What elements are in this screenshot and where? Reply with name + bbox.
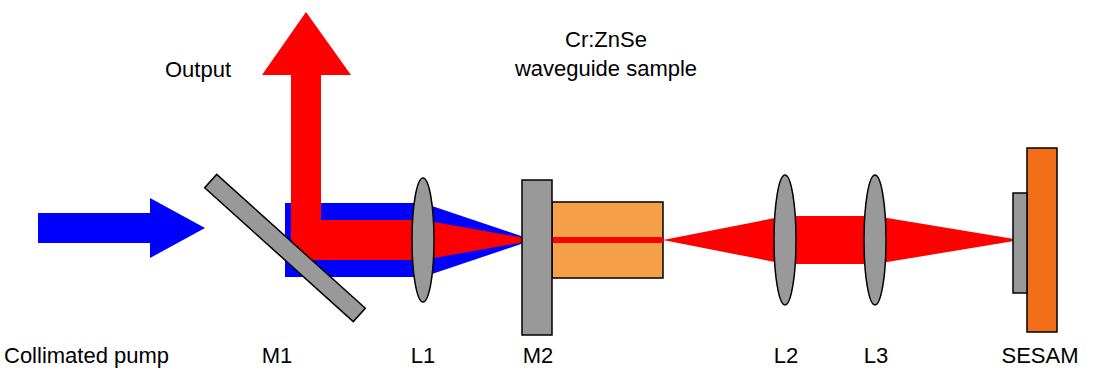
laser-focus <box>875 216 1014 264</box>
pump-arrow <box>38 198 205 258</box>
lens <box>864 175 886 305</box>
part-label: L2 <box>774 342 798 371</box>
part-label: SESAM <box>1001 342 1078 371</box>
laser-beam <box>785 216 875 264</box>
output-arrow <box>262 12 351 240</box>
part-label: L3 <box>864 342 888 371</box>
part-label: Collimated pump <box>4 342 169 371</box>
dichroic-mirror <box>205 174 366 321</box>
part-label: Cr:ZnSe waveguide sample <box>513 26 699 83</box>
sesam-chip <box>1013 193 1027 293</box>
part-label: M2 <box>523 342 554 371</box>
part-label: Output <box>165 56 231 85</box>
laser-beam <box>663 216 785 264</box>
sesam-mount <box>1027 148 1057 332</box>
part-label: L1 <box>411 342 435 371</box>
waveguide <box>552 237 663 243</box>
crystal <box>552 202 663 278</box>
part-label: M1 <box>262 342 293 371</box>
lens <box>412 178 434 302</box>
lens <box>774 175 796 305</box>
pump-focus <box>423 203 530 277</box>
mirror <box>522 180 552 335</box>
laser-focus <box>423 220 530 260</box>
